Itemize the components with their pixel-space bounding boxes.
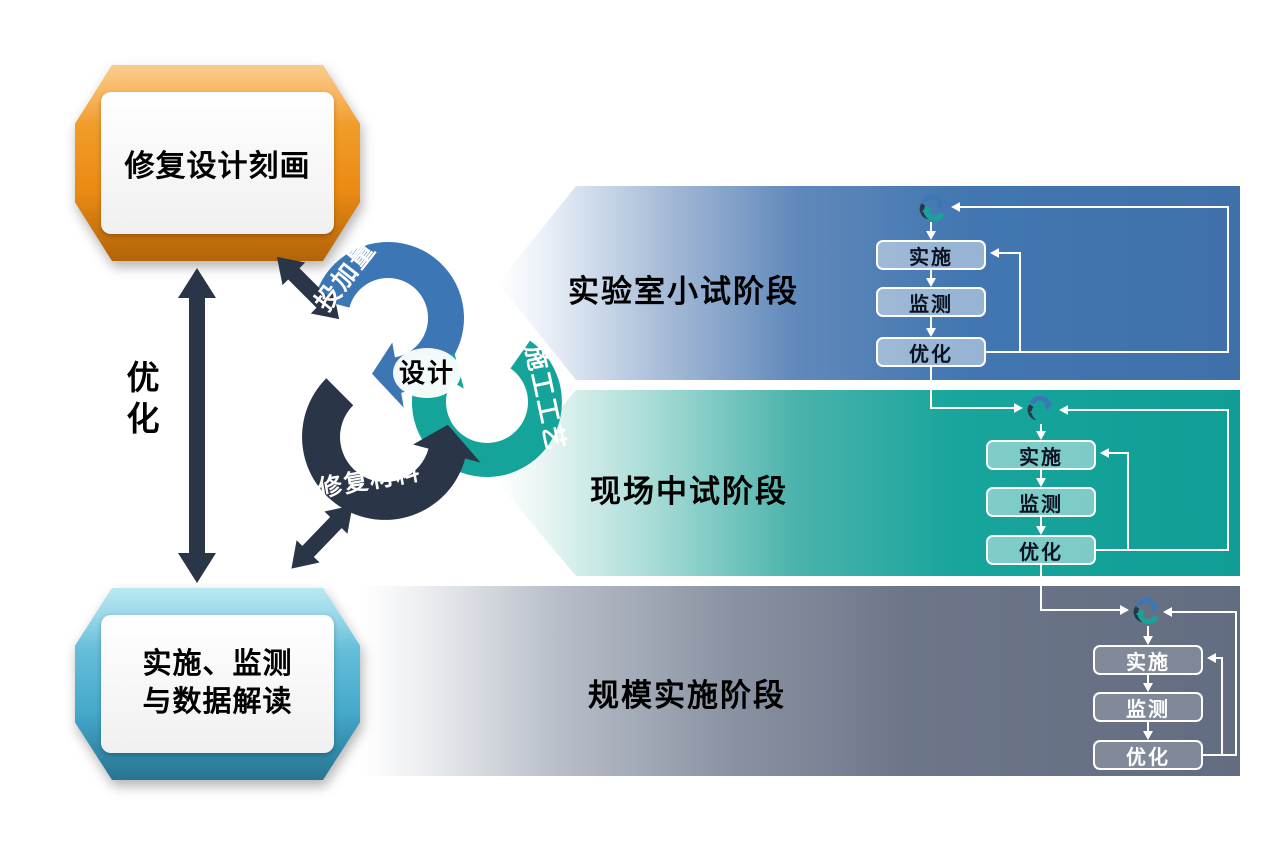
- stage-label-lab: 实验室小试阶段: [568, 274, 799, 309]
- optimize-label: 优化: [122, 360, 159, 442]
- design-box: 修复设计刻画: [75, 65, 360, 261]
- step-monitor: 监测: [986, 487, 1096, 517]
- implementation-box-line2: 与数据解读: [142, 686, 293, 718]
- step-implement: 实施: [1093, 645, 1203, 675]
- implementation-box-line1: 实施、监测: [142, 648, 293, 681]
- step-optimize: 优化: [876, 337, 986, 367]
- feedback-arrows: [178, 256, 353, 583]
- step-optimize: 优化: [1093, 740, 1203, 770]
- stage-label-scale: 规模实施阶段: [588, 678, 786, 713]
- implementation-box: 实施、监测 与数据解读: [75, 588, 360, 780]
- design-box-panel: 修复设计刻画: [101, 92, 334, 234]
- step-optimize: 优化: [986, 535, 1096, 565]
- implementation-box-panel: 实施、监测 与数据解读: [101, 615, 334, 753]
- cycle-center-label: 设计: [399, 358, 455, 388]
- step-monitor: 监测: [1093, 692, 1203, 722]
- design-box-label: 修复设计刻画: [124, 150, 311, 183]
- step-implement: 实施: [876, 240, 986, 270]
- step-monitor: 监测: [876, 287, 986, 317]
- cycle-arc-material: [302, 378, 481, 520]
- stage-label-pilot: 现场中试阶段: [590, 474, 788, 509]
- cycle-center-backdrop: [393, 348, 461, 398]
- arc-label-material: 修复材料: [315, 458, 423, 503]
- design-cycle-link-arrow-bottom: [291, 505, 353, 569]
- cycle-arc-dosage: [314, 241, 465, 408]
- step-implement: 实施: [986, 440, 1096, 470]
- optimize-double-arrow: [178, 268, 216, 583]
